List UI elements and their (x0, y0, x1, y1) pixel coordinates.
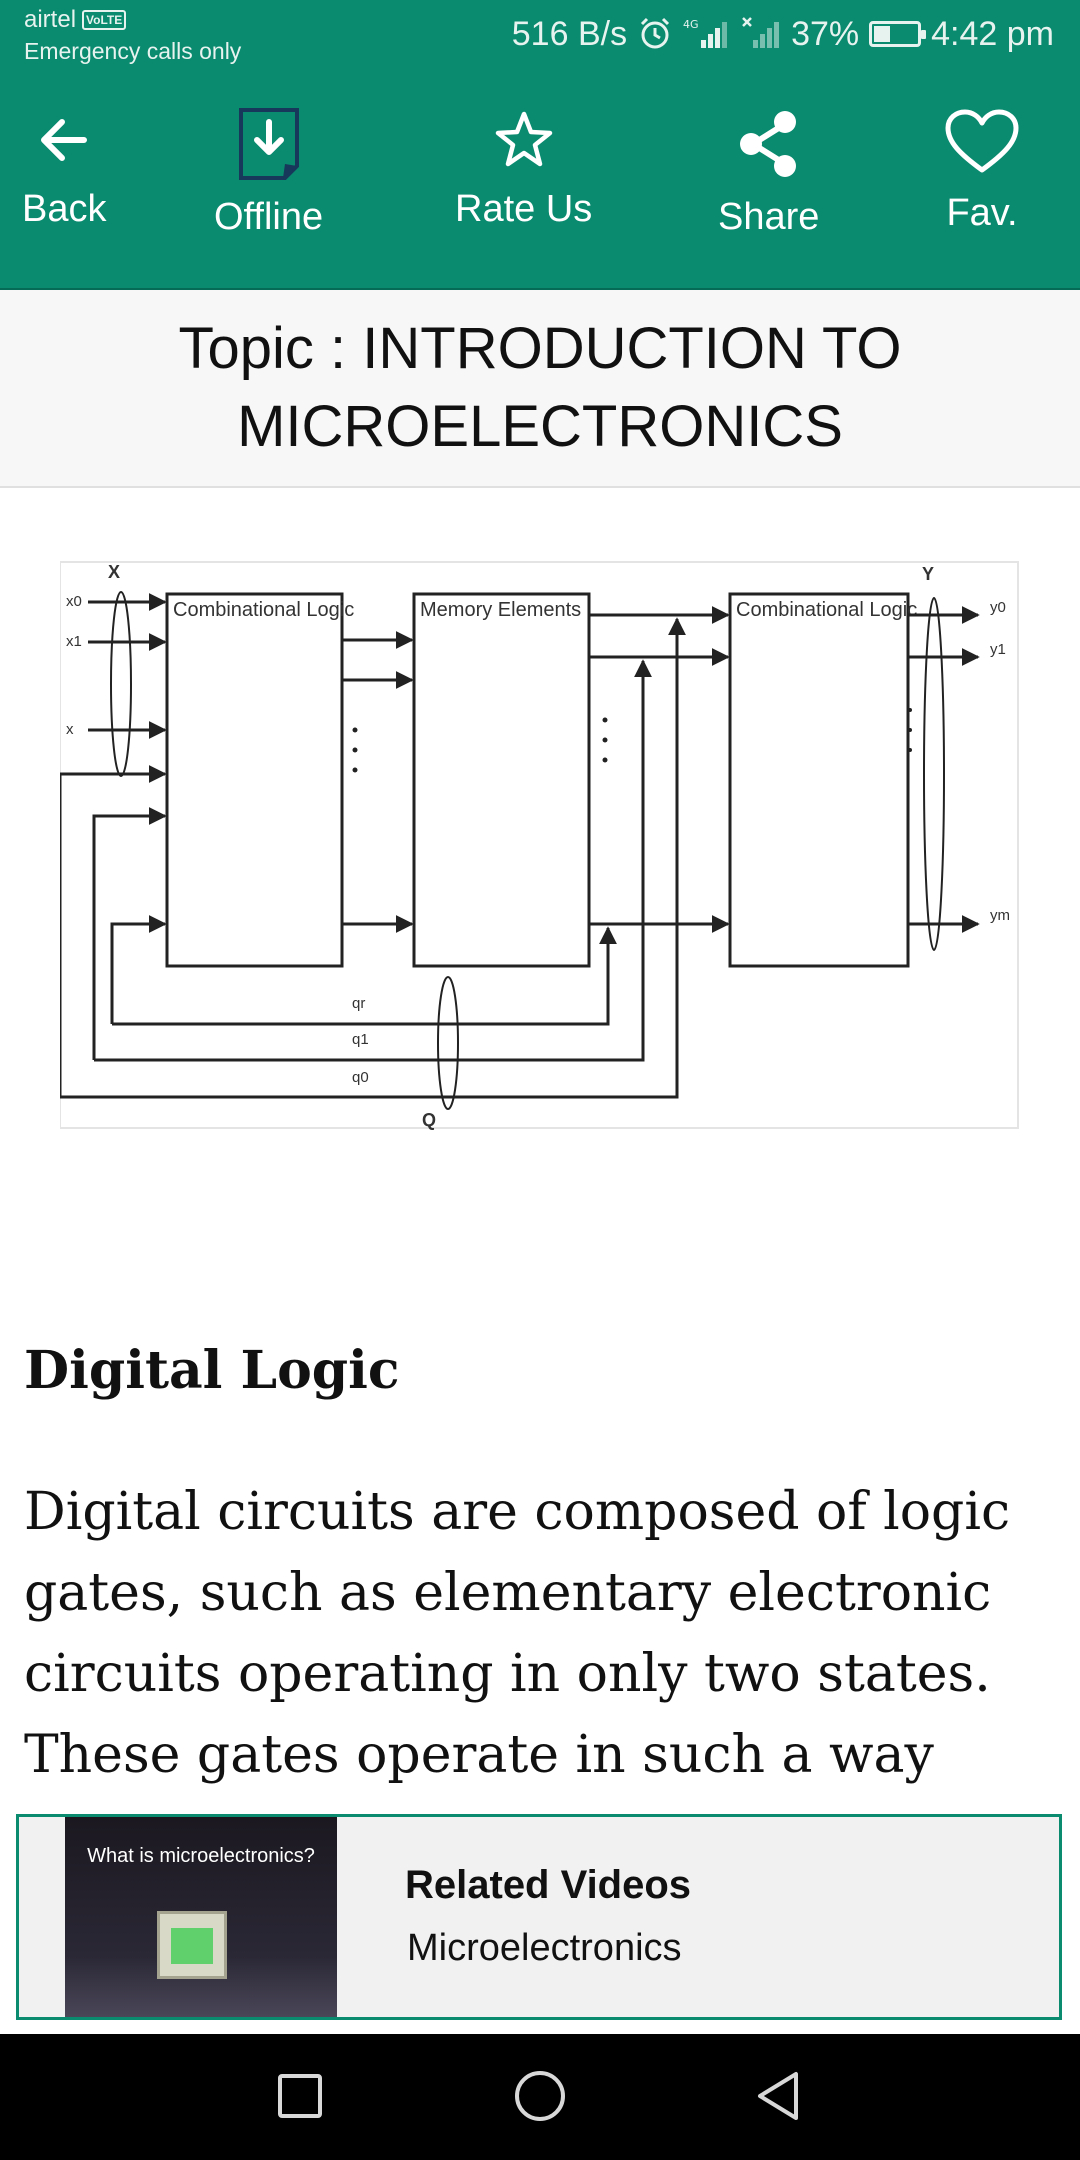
related-subtitle: Microelectronics (407, 1927, 682, 1969)
state-bus-label: Q (422, 1110, 436, 1130)
alarm-icon (637, 16, 673, 52)
carrier-name: airtel (24, 6, 77, 33)
network-speed: 516 B/s (511, 15, 628, 53)
memory-elements-block (412, 592, 591, 968)
volte-badge: VoLTE (82, 10, 127, 30)
left-block-label: Combinational Logic (173, 599, 354, 621)
output-label-1: y1 (990, 641, 1006, 658)
related-title: Related Videos (405, 1863, 692, 1907)
microchip-icon (157, 1911, 227, 1979)
home-button[interactable] (510, 2066, 570, 2131)
output-label-0: y0 (990, 599, 1006, 616)
back-label: Back (22, 188, 107, 230)
share-label: Share (718, 196, 820, 238)
article-paragraph: Digital circuits are composed of logic g… (24, 1482, 1011, 1785)
signal-4g-icon: 4G (683, 16, 731, 52)
related-videos-banner[interactable]: What is microelectronics? Related Videos… (16, 1814, 1062, 2020)
offline-label: Offline (214, 196, 324, 238)
share-icon (739, 111, 796, 177)
back-button[interactable]: Back (22, 108, 106, 232)
combinational-logic-block-left (165, 592, 344, 968)
state-label-0: q0 (352, 1069, 369, 1086)
right-block-label: Combinational Logic (736, 599, 917, 621)
carrier: airtel VoLTE (24, 6, 241, 34)
status-left: airtel VoLTE Emergency calls only (24, 6, 241, 68)
star-icon (495, 111, 552, 167)
video-thumbnail[interactable]: What is microelectronics? (65, 1817, 337, 2017)
share-button[interactable]: Share (718, 108, 819, 240)
state-label-r: qr (352, 995, 365, 1012)
topic-title: Topic : INTRODUCTION TO MICROELECTRONICS (178, 316, 902, 459)
favorite-button[interactable]: Fav. (944, 108, 1020, 236)
offline-button[interactable]: Offline (214, 108, 323, 240)
recents-button[interactable] (270, 2066, 330, 2131)
status-right: 516 B/s 4G 37% 4:42 pm (512, 12, 1054, 56)
clock: 4:42 pm (931, 15, 1054, 53)
nav-back-button[interactable] (750, 2066, 810, 2131)
input-label-0: x0 (66, 593, 82, 610)
section-heading: Digital Logic (24, 1340, 400, 1401)
network-type: 4G (683, 18, 699, 31)
signal-no-sim-icon (741, 16, 781, 52)
favorite-label: Fav. (946, 192, 1018, 234)
battery-icon (869, 21, 927, 47)
output-bus-label: Y (922, 564, 934, 584)
triangle-icon (758, 2072, 798, 2120)
input-bus-label: X (108, 562, 120, 582)
state-label-1: q1 (352, 1031, 369, 1048)
combinational-logic-block-right (728, 592, 910, 968)
square-icon (278, 2074, 322, 2118)
circle-icon (515, 2071, 565, 2121)
status-bar: airtel VoLTE Emergency calls only 516 B/… (0, 0, 1080, 72)
memory-block-label: Memory Elements (420, 599, 581, 621)
input-label-2: x (66, 721, 74, 738)
heart-icon (945, 109, 1019, 173)
emergency-text: Emergency calls only (24, 38, 242, 64)
output-label-m: ym (990, 907, 1010, 924)
battery-percent: 37% (791, 15, 860, 53)
thumbnail-caption: What is microelectronics? (87, 1845, 315, 1867)
download-icon (238, 108, 299, 180)
input-label-1: x1 (66, 633, 82, 650)
app-toolbar: Back Offline Rate Us Share Fav. (0, 72, 1080, 290)
system-nav-bar (0, 2034, 1080, 2160)
sequential-logic-diagram: Combinational Logic Memory Elements Comb… (60, 561, 1019, 1130)
rate-us-button[interactable]: Rate Us (455, 108, 592, 232)
rate-us-label: Rate Us (455, 188, 593, 230)
arrow-left-icon (41, 119, 88, 161)
topic-header: Topic : INTRODUCTION TO MICROELECTRONICS (0, 290, 1080, 488)
battery-fill (874, 26, 890, 42)
